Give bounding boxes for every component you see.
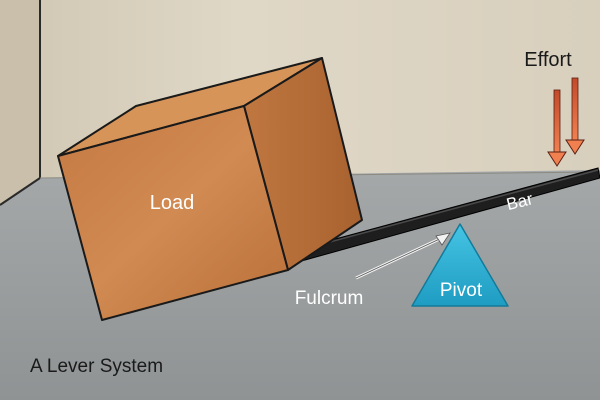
effort-arrows bbox=[547, 77, 585, 167]
floor-edge bbox=[0, 177, 41, 206]
load-box-front bbox=[57, 105, 289, 321]
pivot-triangle bbox=[411, 223, 509, 307]
effort-label: Effort bbox=[524, 49, 572, 71]
corner-wall bbox=[0, 0, 40, 205]
caption: A Lever System bbox=[30, 356, 163, 377]
load-label: Load bbox=[150, 192, 195, 214]
lever-bar-highlight bbox=[299, 169, 599, 251]
pivot-label: Pivot bbox=[440, 280, 483, 301]
fulcrum-label: Fulcrum bbox=[295, 288, 364, 309]
load-box bbox=[57, 57, 363, 321]
fulcrum-pointer-arrow bbox=[355, 232, 451, 280]
